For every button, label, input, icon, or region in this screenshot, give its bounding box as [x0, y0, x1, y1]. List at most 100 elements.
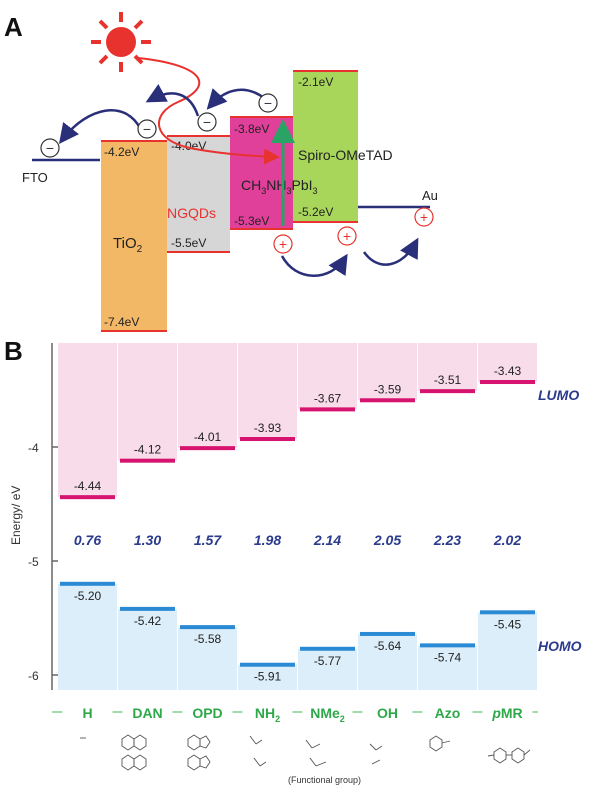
hole-icon: +: [337, 226, 357, 246]
energy-level-chart: -4.44-5.200.76-4.12-5.421.30-4.01-5.581.…: [58, 343, 537, 690]
homo-level-bar: [120, 606, 175, 611]
homo-value-label: -5.58: [194, 632, 222, 646]
category-label-backing: [362, 703, 413, 721]
spiro-top-label: -2.1eV: [298, 75, 333, 89]
homo-column-fill: [358, 633, 417, 690]
ngqds-band: [167, 136, 230, 252]
band-gap-label: 2.05: [373, 532, 401, 548]
nh2-structure-icon: [249, 735, 267, 767]
homo-column-fill: [298, 648, 357, 690]
lumo-column-fill: [298, 343, 357, 410]
sun-icon: [91, 12, 151, 72]
homo-column-fill: [118, 608, 177, 690]
band-gap-label: 0.76: [74, 532, 101, 548]
category-label-backing: [422, 703, 473, 721]
perovskite-bottom-label: -5.3eV: [234, 214, 269, 228]
homo-value-label: -5.77: [314, 654, 342, 668]
category-label-backing: [242, 703, 293, 721]
category-label: NH2: [255, 705, 280, 724]
homo-value-label: -5.42: [134, 614, 162, 628]
fto-label: FTO: [22, 170, 48, 185]
lumo-column-fill: [58, 343, 117, 498]
category-label: OPD: [192, 705, 222, 721]
lumo-level-bar: [300, 407, 355, 412]
lumo-label: LUMO: [538, 387, 579, 403]
category-label: Azo: [435, 705, 461, 721]
electron-icon: −: [197, 112, 217, 132]
lumo-column-fill: [478, 343, 537, 383]
lumo-column-fill: [118, 343, 177, 461]
panel-a-letter: A: [4, 12, 23, 42]
oh-structure-icon: [369, 743, 383, 765]
lumo-level-bar: [60, 495, 115, 500]
lumo-value-label: -3.43: [494, 364, 522, 378]
band-gap-label: 1.98: [254, 532, 281, 548]
svg-text:+: +: [420, 209, 428, 225]
y-axis-label: Energy/ eV: [9, 486, 23, 545]
lumo-column-fill: [358, 343, 417, 401]
tio2-band: [101, 141, 167, 331]
functional-group-label: (Functional group): [288, 775, 361, 785]
homo-level-bar: [60, 581, 115, 586]
lumo-value-label: -3.93: [254, 421, 282, 435]
y-tick-label: -4: [28, 441, 39, 455]
category-label-backing: [122, 703, 173, 721]
azo-structure-icon: [429, 735, 451, 752]
svg-text:−: −: [264, 95, 272, 111]
spiro-band: [293, 71, 358, 222]
homo-level-bar: [420, 643, 475, 648]
perovskite-top-label: -3.8eV: [234, 122, 269, 136]
svg-text:−: −: [203, 114, 211, 130]
homo-value-label: -5.64: [374, 639, 402, 653]
homo-value-label: -5.20: [74, 589, 102, 603]
electron-arrow-perovskite-ngqds: [206, 88, 265, 110]
homo-value-label: -5.74: [434, 650, 462, 664]
hole-icon: +: [273, 234, 293, 254]
lumo-level-bar: [360, 398, 415, 403]
lumo-value-label: -3.67: [314, 391, 342, 405]
category-label: NMe2: [310, 705, 345, 724]
lumo-level-bar: [120, 458, 175, 463]
lumo-value-label: -3.59: [374, 382, 402, 396]
pmr-structure-icon: [487, 747, 531, 764]
light-path-arrow: [137, 57, 280, 165]
homo-value-label: -5.45: [494, 617, 522, 631]
y-tick-label: -6: [28, 669, 39, 683]
hole-arrow-spiro-au: [362, 237, 419, 266]
dan-structure-icon: [121, 734, 147, 771]
tio2-top-label: -4.2eV: [104, 145, 139, 159]
category-label: OH: [377, 705, 398, 721]
category-label-backing: [302, 703, 353, 721]
homo-label: HOMO: [538, 638, 582, 654]
homo-column-fill: [478, 612, 537, 690]
functional-group-structures: [80, 734, 531, 771]
au-label: Au: [422, 188, 438, 203]
electron-icon: −: [137, 119, 157, 139]
band-gap-label: 1.30: [134, 532, 161, 548]
category-label-backing: [62, 703, 113, 721]
hole-arrow-perovskite-spiro: [280, 253, 348, 277]
ngqds-label: NGQDs: [167, 205, 216, 221]
homo-column-fill: [238, 664, 297, 690]
band-gap-label: 2.14: [313, 532, 341, 548]
lumo-level-bar: [180, 446, 235, 451]
opd-structure-icon: [187, 734, 211, 771]
electron-icon: −: [258, 93, 278, 113]
homo-level-bar: [180, 625, 235, 630]
lumo-level-bar: [420, 389, 475, 394]
category-label: H: [82, 705, 92, 721]
perovskite-label: CH3NH3PbI3: [241, 177, 318, 196]
homo-column-fill: [178, 627, 237, 690]
lumo-level-bar: [480, 380, 535, 385]
panel-b-letter: B: [4, 336, 23, 366]
lumo-level-bar: [240, 437, 295, 442]
category-label: pMR: [491, 705, 522, 721]
ngqds-bottom-label: -5.5eV: [171, 236, 206, 250]
homo-level-bar: [300, 646, 355, 651]
band-gap-label: 2.02: [493, 532, 521, 548]
svg-text:−: −: [143, 121, 151, 137]
homo-level-bar: [480, 610, 535, 615]
category-label-backing: [182, 703, 233, 721]
